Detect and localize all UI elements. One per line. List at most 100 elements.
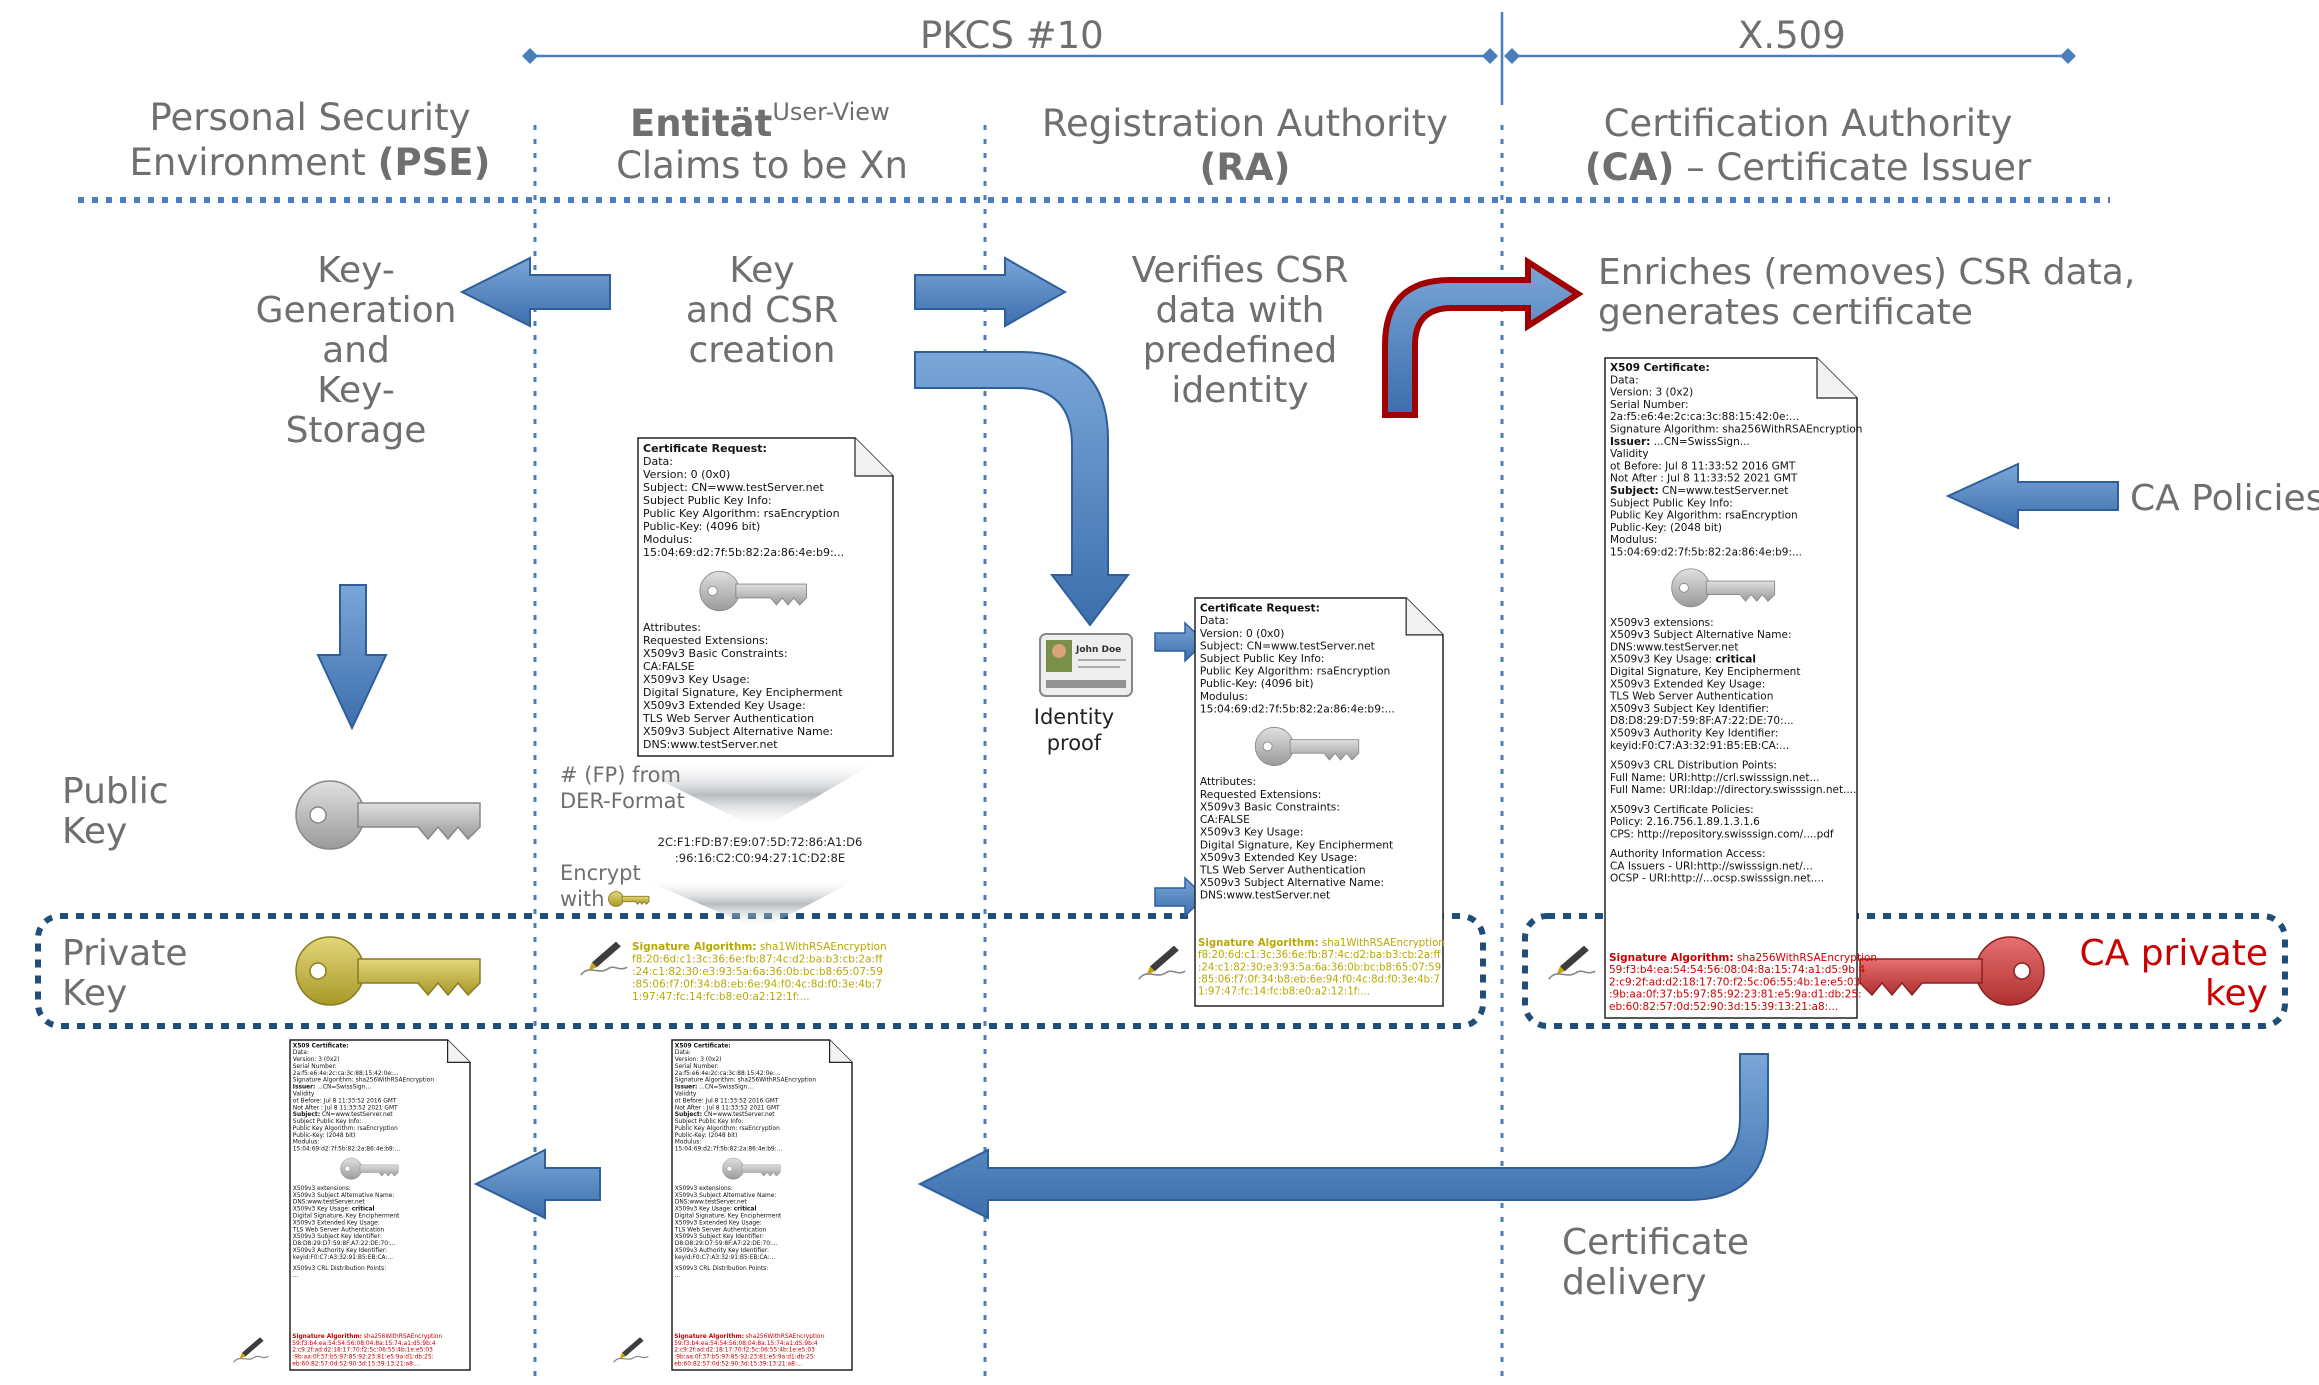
svg-text::24:c1:82:30:e3:93:5a:6a:36:0b: :24:c1:82:30:e3:93:5a:6a:36:0b:bc:b8:65:… (632, 966, 883, 978)
svg-text:Data:: Data: (675, 1050, 691, 1056)
ra-title-line1: Registration Authority (1042, 102, 1448, 145)
svg-text:DNS:www.testServer.net: DNS:www.testServer.net (1610, 641, 1738, 653)
pse-certificate-document: X509 Certificate:Data: Version: 3 (0x2) … (233, 1039, 471, 1371)
svg-text:and: and (322, 330, 390, 371)
svg-text:ot Before: Jul 8 11:33:52 201: ot Before: Jul 8 11:33:52 2016 GMT (293, 1098, 397, 1104)
svg-text:X509v3 Subject Alternative Nam: X509v3 Subject Alternative Name: (1200, 876, 1384, 889)
svg-text:X509v3 Authority Key Identifie: X509v3 Authority Key Identifier: (293, 1248, 387, 1254)
svg-text:proof: proof (1047, 731, 1102, 755)
svg-text:Public-Key: (4096 bit): Public-Key: (4096 bit) (643, 520, 760, 533)
svg-text:eb:60:82:57:0d:52:90:3d:15:39:: eb:60:82:57:0d:52:90:3d:15:39:13:21:a8:.… (292, 1362, 420, 1368)
svg-text:CA private: CA private (2080, 933, 2269, 974)
svg-text:Public Key Algorithm: rsaEncry: Public Key Algorithm: rsaEncryption (643, 507, 840, 520)
svg-text:X509v3 Key Usage: critical: X509v3 Key Usage: critical (293, 1207, 375, 1213)
svg-text:Not After : Jul 8 11:33:52 20: Not After : Jul 8 11:33:52 2021 GMT (293, 1105, 398, 1111)
hash-funnel-icon (620, 760, 880, 830)
svg-text::9b:aa:0f:37:b5:97:85:92:23:81: :9b:aa:0f:37:b5:97:85:92:23:81:e5:9a:d1:… (1609, 989, 1862, 1001)
svg-text:Signature Algorithm: sha1WithR: Signature Algorithm: sha1WithRSAEncrypti… (632, 941, 887, 953)
arrow-to-pse-cert (473, 1148, 601, 1220)
svg-text:Requested Extensions:: Requested Extensions: (1200, 788, 1321, 801)
svg-text:Validity: Validity (293, 1091, 315, 1097)
svg-text:Public-Key: (2048 bit): Public-Key: (2048 bit) (1610, 522, 1722, 534)
svg-text:CPS: http://repository.swisssi: CPS: http://repository.swisssign.com/...… (1610, 828, 1834, 840)
arrow-csr-down (914, 351, 1131, 627)
fingerprint-label: # (FP) from DER-Format (560, 763, 685, 813)
svg-text:Modulus:: Modulus: (293, 1140, 320, 1146)
svg-text:CA:FALSE: CA:FALSE (643, 660, 695, 673)
svg-text:D8:D8:29:D7:59:8F:A7:22:DE:70:: D8:D8:29:D7:59:8F:A7:22:DE:70:... (1610, 715, 1794, 727)
svg-text:Subject: CN=www.testServer.net: Subject: CN=www.testServer.net (643, 481, 824, 494)
svg-text::85:06:f7:0f:34:b8:eb:6e:94:f0: :85:06:f7:0f:34:b8:eb:6e:94:f0:4c:8d:f0:… (1198, 974, 1440, 985)
svg-text:Public Key Algorithm: rsaEncry: Public Key Algorithm: rsaEncryption (1200, 665, 1390, 678)
svg-text:Validity: Validity (1610, 448, 1649, 460)
svg-text:X509v3 Extended Key Usage:: X509v3 Extended Key Usage: (643, 699, 806, 712)
svg-text:Digital Signature, Key Enciphe: Digital Signature, Key Encipherment (675, 1214, 782, 1220)
pkcs10-bracket (522, 48, 1498, 64)
svg-text:X509v3 Subject Alternative Nam: X509v3 Subject Alternative Name: (293, 1193, 395, 1199)
svg-text:2:c9:2f:ad:d2:18:17:70:f2:5c:0: 2:c9:2f:ad:d2:18:17:70:f2:5c:06:55:4b:1e… (1609, 976, 1860, 988)
svg-text::9b:aa:0f:37:b5:97:85:92:23:81: :9b:aa:0f:37:b5:97:85:92:23:81:e5:9a:d1:… (674, 1355, 815, 1361)
svg-text:Not After : Jul 8 11:33:52 20: Not After : Jul 8 11:33:52 2021 GMT (1610, 473, 1798, 485)
svg-text:# (FP) from: # (FP) from (560, 763, 681, 787)
svg-text:keyid:F0:C7:A3:32:91:B5:EB:CA:: keyid:F0:C7:A3:32:91:B5:EB:CA:... (675, 1255, 775, 1261)
svg-text:X509v3 extensions:: X509v3 extensions: (675, 1186, 733, 1192)
svg-text:Subject Public Key Info:: Subject Public Key Info: (675, 1119, 744, 1125)
svg-text:X509v3 extensions:: X509v3 extensions: (1610, 617, 1714, 629)
svg-text:Version: 3 (0x2): Version: 3 (0x2) (675, 1057, 722, 1063)
keygen-label: Key- Generation and Key- Storage (256, 250, 457, 451)
svg-text:X509v3 Key Usage: critical: X509v3 Key Usage: critical (675, 1207, 757, 1213)
svg-text:X509v3 Subject Alternative Nam: X509v3 Subject Alternative Name: (1610, 629, 1792, 641)
svg-text:Public Key Algorithm: rsaEncry: Public Key Algorithm: rsaEncryption (293, 1126, 398, 1132)
svg-text:15:04:69:d2:7f:5b:82:2a:86:4e:: 15:04:69:d2:7f:5b:82:2a:86:4e:b9:... (643, 546, 844, 559)
svg-text:Certificate Request:: Certificate Request: (1200, 602, 1320, 615)
svg-text:X509v3 Extended Key Usage:: X509v3 Extended Key Usage: (1200, 851, 1358, 864)
svg-text:X509v3 Subject Key Identifier:: X509v3 Subject Key Identifier: (1610, 703, 1769, 715)
svg-text:X509 Certificate:: X509 Certificate: (293, 1043, 349, 1049)
arrow-to-ca (1382, 256, 1584, 418)
ra-title-line2: (RA) (1200, 146, 1291, 189)
svg-text:DNS:www.testServer.net: DNS:www.testServer.net (293, 1200, 366, 1206)
svg-text:X509v3 Certificate Policies:: X509v3 Certificate Policies: (1610, 804, 1754, 816)
svg-text:2a:f5:e6:4e:2c:ca:3c:88:15:42:: 2a:f5:e6:4e:2c:ca:3c:88:15:42:0e:... (675, 1071, 781, 1077)
ca-policies-label: CA Policies (2130, 478, 2319, 519)
svg-text:D8:D8:29:D7:59:8F:A7:22:DE:70:: D8:D8:29:D7:59:8F:A7:22:DE:70:... (675, 1241, 778, 1247)
enrich-label: Enriches (removes) CSR data, generates c… (1598, 252, 2135, 333)
svg-text:Encrypt: Encrypt (560, 861, 641, 885)
svg-text:Storage: Storage (286, 410, 427, 451)
svg-text:Full Name: URI:ldap://director: Full Name: URI:ldap://directory.swisssig… (1610, 784, 1856, 796)
svg-text:D8:D8:29:D7:59:8F:A7:22:DE:70:: D8:D8:29:D7:59:8F:A7:22:DE:70:... (293, 1241, 396, 1247)
svg-text:Subject Public Key Info:: Subject Public Key Info: (1610, 497, 1733, 509)
document-key-icon (1671, 568, 1776, 608)
svg-text:Data:: Data: (643, 455, 673, 468)
encrypt-key-icon (608, 891, 650, 907)
svg-text:Attributes:: Attributes: (643, 621, 701, 634)
svg-text:CA:FALSE: CA:FALSE (1200, 813, 1250, 826)
svg-text:X509 Certificate:: X509 Certificate: (675, 1043, 731, 1049)
svg-text:2:c9:2f:ad:d2:18:17:70:f2:5c:0: 2:c9:2f:ad:d2:18:17:70:f2:5c:06:55:4b:1e… (292, 1348, 433, 1354)
svg-text:Subject: CN=www.testServer.net: Subject: CN=www.testServer.net (293, 1112, 394, 1118)
ca-certificate-document: X509 Certificate:Data: Version: 3 (0x2) … (1548, 357, 1877, 1019)
signature-pen-icon (612, 1336, 650, 1364)
svg-text:Enriches (removes) CSR data,: Enriches (removes) CSR data, (1598, 252, 2135, 293)
verify-label: Verifies CSR data with predefined identi… (1132, 250, 1349, 411)
svg-text:X509v3 Subject Key Identifier:: X509v3 Subject Key Identifier: (675, 1234, 764, 1240)
csr-signature-block: Signature Algorithm: sha1WithRSAEncrypti… (579, 940, 887, 1003)
svg-text:Key-: Key- (317, 250, 395, 291)
ra-csr-document: Certificate Request:Data: Version: 0 (0x… (1194, 597, 1444, 1007)
svg-text:2a:f5:e6:4e:2c:ca:3c:88:15:42:: 2a:f5:e6:4e:2c:ca:3c:88:15:42:0e:... (1610, 411, 1799, 423)
svg-text:59:f3:b4:ea:54:54:56:08:04:8a:: 59:f3:b4:ea:54:54:56:08:04:8a:15:74:a1:d… (674, 1341, 818, 1347)
svg-text:Issuer: ...CN=SwissSign...: Issuer: ...CN=SwissSign... (1610, 436, 1750, 448)
svg-text:TLS Web Server Authentication: TLS Web Server Authentication (1609, 691, 1773, 703)
svg-text:Digital Signature, Key Enciphe: Digital Signature, Key Encipherment (1200, 838, 1393, 851)
svg-text:X509v3 CRL Distribution Points: X509v3 CRL Distribution Points: (1610, 759, 1777, 771)
arrow-to-ra (914, 256, 1068, 328)
svg-text:Version: 0 (0x0): Version: 0 (0x0) (1200, 627, 1285, 640)
svg-text:Version: 3 (0x2): Version: 3 (0x2) (293, 1057, 340, 1063)
svg-text:Validity: Validity (675, 1091, 697, 1097)
svg-text:Public: Public (62, 771, 169, 812)
svg-text:DER-Format: DER-Format (560, 789, 685, 813)
svg-text:Verifies CSR: Verifies CSR (1132, 250, 1349, 291)
public-key-icon (295, 780, 481, 850)
svg-text:X509v3 Subject Alternative Nam: X509v3 Subject Alternative Name: (643, 725, 833, 738)
svg-text:identity: identity (1171, 370, 1308, 411)
